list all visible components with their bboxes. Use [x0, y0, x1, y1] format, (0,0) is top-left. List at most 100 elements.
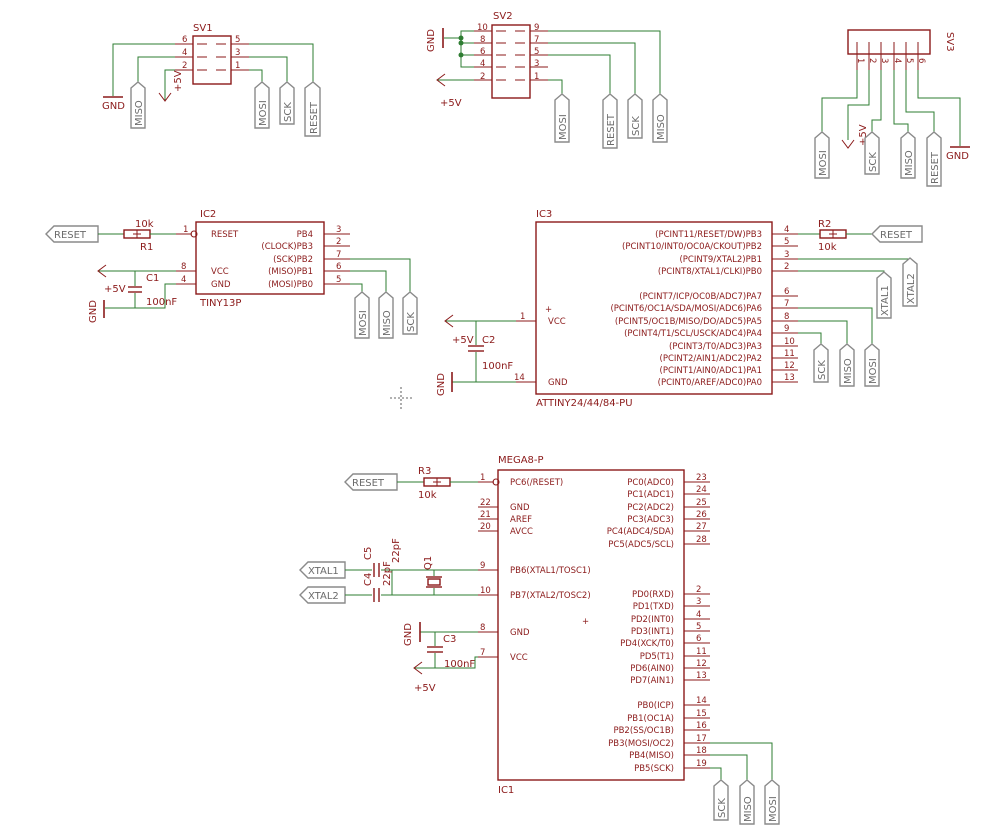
ic3-value: ATTINY24/44/84-PU	[536, 398, 633, 409]
ic3-pin-label: (PCINT2/AIN1/ADC2)PA2	[660, 354, 762, 364]
header-sv3[interactable]: SV3 1 2 3 4 5 6 +5V GND MOSI SCK MISO RE…	[814, 29, 970, 187]
sv1-reset-flag: RESET	[309, 101, 320, 134]
ic3-pin-label: (PCINT9/XTAL2)PB1	[679, 255, 762, 265]
ic3-xtal2-flag: XTAL2	[906, 273, 917, 304]
ic3-gnd-label: GND	[436, 373, 447, 396]
sv2-pin-2: 2	[480, 72, 485, 82]
svg-text:+: +	[545, 305, 552, 315]
sv1-pin-2: 2	[182, 61, 187, 71]
ic2-pin-pb2-label: (SCK)PB2	[273, 255, 313, 265]
ic1-pin-label: GND	[510, 628, 530, 638]
sv1-miso-flag: MISO	[134, 100, 145, 126]
sv2-pin-7: 7	[534, 35, 539, 45]
ic3-pin-number: 13	[784, 373, 795, 383]
ic1-pin-label: PB7(XTAL2/TOSC2)	[510, 591, 591, 601]
ic1-pin-label: PC5(ADC5/SCL)	[608, 540, 674, 550]
sv3-miso-flag: MISO	[904, 150, 915, 176]
ic2-pin-pb4-label: PB4	[297, 230, 313, 240]
sv2-pin-10: 10	[477, 23, 488, 33]
ic1-pin-label: PB1(OC1A)	[627, 714, 674, 724]
ic1-pin-number: 19	[696, 759, 707, 769]
ic1-xtal2-flag: XTAL2	[308, 591, 339, 602]
ic3-pin-number: 10	[784, 337, 795, 347]
c2-value: 100nF	[482, 361, 513, 372]
sv1-pin-5: 5	[235, 35, 240, 45]
c5-name: C5	[363, 547, 374, 560]
ic2-pin-pb0-label: (MOSI)PB0	[268, 280, 313, 290]
ic3-name: IC3	[536, 209, 552, 220]
ic1-pin-number: 26	[696, 510, 707, 520]
ic2-miso-flag: MISO	[382, 310, 393, 336]
ic3-attiny[interactable]: IC3 ATTINY24/44/84-PU + 1 14 VCC GND (PC…	[436, 209, 923, 409]
c4-name: C4	[363, 573, 374, 586]
ic1-right-pins: PC0(ADC0)23PC1(ADC1)24PC2(ADC2)25PC3(ADC…	[607, 473, 710, 774]
ic2-pin-6: 6	[336, 262, 341, 272]
sv3-pin-3: 3	[879, 58, 889, 63]
ic3-pin-1: 1	[520, 312, 525, 322]
ic3-pin-number: 3	[784, 250, 789, 260]
ic1-pin-label: PB2(SS/OC1B)	[613, 726, 674, 736]
ic1-pin-label: PD6(AIN0)	[630, 664, 674, 674]
ic1-pin-number: 6	[696, 634, 701, 644]
ic3-pin-number: 9	[784, 324, 789, 334]
ic1-pin-number: 17	[696, 734, 707, 744]
ic1-pin-number: 4	[696, 610, 701, 620]
sv3-reset-flag: RESET	[930, 151, 941, 184]
ic3-pin-number: 12	[784, 361, 795, 371]
sv2-miso-flag: MISO	[656, 114, 667, 140]
sv2-sck-flag: SCK	[631, 116, 642, 136]
ic1-mega8[interactable]: MEGA8-P IC1 + PC6(/RESET)1GND22AREF21AVC…	[299, 455, 780, 825]
ic2-pin-1: 1	[183, 225, 188, 235]
header-sv2[interactable]: SV2 10 8 6 4 2 9 7 5 3 1 GND +5V	[426, 11, 668, 149]
ic1-pin-label: PD4(XCK/T0)	[620, 639, 674, 649]
ic1-pin-number: 3	[696, 597, 701, 607]
ic1-pin-number: 20	[480, 522, 491, 532]
ic3-vcc-label: +5V	[452, 335, 474, 346]
ic2-pin-4: 4	[181, 275, 186, 285]
ic1-pin-label: AVCC	[510, 527, 533, 537]
ic3-pin-vcc-label: VCC	[548, 317, 566, 327]
ic1-pin-label: PC6(/RESET)	[510, 478, 563, 488]
ic2-vcc-label: +5V	[104, 284, 126, 295]
ic1-pin-number: 5	[696, 622, 701, 632]
ic1-pin-number: 10	[480, 586, 491, 596]
sv1-name: SV1	[193, 23, 213, 34]
ic1-xtal1-flag: XTAL1	[308, 566, 339, 577]
ic1-mosi-flag: MOSI	[768, 796, 779, 822]
ic3-pin-label: (PCINT7/ICP/OC0B/ADC7)PA7	[639, 292, 762, 302]
ic2-tiny13[interactable]: IC2 TINY13P 1 8 4 RESET VCC GND PB4 (CLO…	[45, 209, 418, 339]
ic1-pin-label: PC3(ADC3)	[627, 515, 674, 525]
ic3-pin-label: (PCINT3/T0/ADC3)PA3	[669, 342, 762, 352]
ic1-pin-label: VCC	[510, 653, 528, 663]
ic3-xtal1-flag: XTAL1	[880, 285, 891, 316]
sv1-pin-4: 4	[182, 48, 187, 58]
ic3-pin-number: 5	[784, 237, 789, 247]
ic2-name: IC2	[200, 209, 216, 220]
ic1-pin-label: AREF	[510, 515, 532, 525]
ic1-pin-label: PC0(ADC0)	[627, 478, 674, 488]
header-sv1[interactable]: SV1 6 4 2 5 3 1 GND +5V MISO MOSI SCK RE…	[102, 23, 321, 137]
sv2-vcc-label: +5V	[440, 98, 462, 109]
ic1-pin-label: GND	[510, 503, 530, 513]
ic3-pin-14: 14	[514, 373, 525, 383]
ic3-pin-label: (PCINT5/OC1B/MISO/DO/ADC5)PA5	[615, 317, 762, 327]
sv2-mosi-flag: MOSI	[558, 114, 569, 140]
r3-value: 10k	[418, 490, 437, 501]
sv1-gnd-label: GND	[102, 101, 125, 112]
ic3-pin-number: 6	[784, 287, 789, 297]
ic3-pin-label: (PCINT10/INT0/OC0A/CKOUT)PB2	[622, 242, 762, 252]
ic1-pin-label: PD1(TXD)	[633, 602, 674, 612]
ic1-value: MEGA8-P	[498, 455, 544, 466]
ic1-pin-number: 24	[696, 485, 707, 495]
ic2-sck-flag: SCK	[406, 312, 417, 332]
ic1-left-pins: PC6(/RESET)1GND22AREF21AVCC20PB6(XTAL1/T…	[478, 473, 591, 663]
ic2-pin-pb3-label: (CLOCK)PB3	[261, 242, 313, 252]
ic1-pin-number: 1	[480, 473, 485, 483]
ic3-pin-label: (PCINT11/RESET/DW)PB3	[655, 230, 762, 240]
sv3-gnd-label: GND	[946, 151, 969, 162]
ic3-reset-flag: RESET	[880, 230, 913, 241]
ic2-pin-3: 3	[336, 225, 341, 235]
sv2-pin-5: 5	[534, 47, 539, 57]
